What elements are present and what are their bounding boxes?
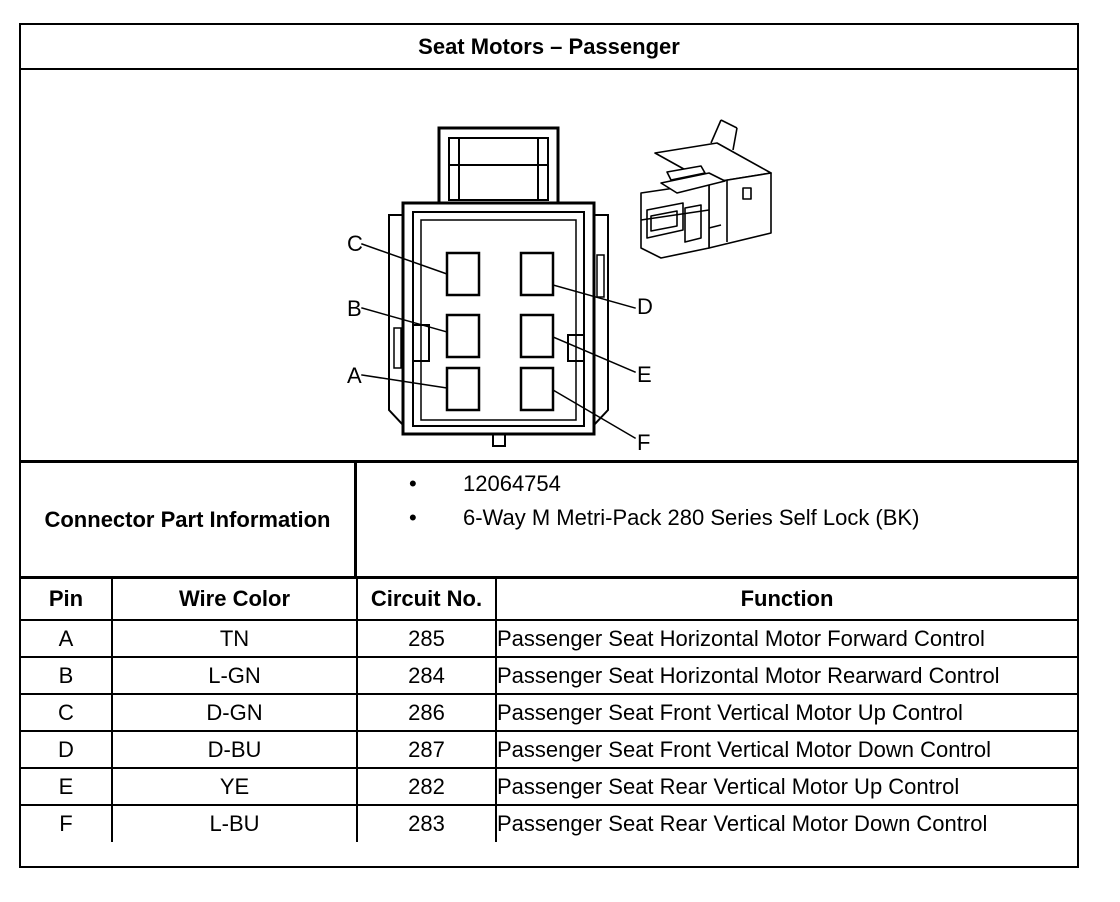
connector-sheet: Seat Motors – Passenger xyxy=(19,23,1079,868)
table-row: E YE 282 Passenger Seat Rear Vertical Mo… xyxy=(21,767,1077,806)
circuit-cell: 284 xyxy=(356,656,497,695)
iso-right-face xyxy=(708,172,772,249)
circuit-cell: 287 xyxy=(356,730,497,769)
connector-diagram: C B A D E F xyxy=(21,70,1077,463)
circuit-cell: 283 xyxy=(356,804,497,842)
diagram-pin-label: B xyxy=(347,296,362,321)
table-row: A TN 285 Passenger Seat Horizontal Motor… xyxy=(21,619,1077,658)
pinout-table: Pin Wire Color Circuit No. Function A TN… xyxy=(21,579,1077,842)
function-cell: Passenger Seat Horizontal Motor Rearward… xyxy=(495,656,1077,695)
column-header-wire-color: Wire Color xyxy=(111,579,358,621)
wire-color-cell: TN xyxy=(111,619,358,658)
sheet-title: Seat Motors – Passenger xyxy=(21,25,1077,70)
circuit-cell: 285 xyxy=(356,619,497,658)
right-side-rib xyxy=(592,214,609,427)
diagram-pin-label: C xyxy=(347,231,363,256)
circuit-cell: 286 xyxy=(356,693,497,732)
bottom-key xyxy=(492,433,506,447)
pin-cell: C xyxy=(21,693,113,732)
connector-description: 6-Way M Metri-Pack 280 Series Self Lock … xyxy=(463,505,920,530)
cavity-c xyxy=(445,251,481,297)
cavity-b xyxy=(445,313,481,359)
latch-inner xyxy=(448,137,549,201)
pin-cell: D xyxy=(21,730,113,769)
column-header-pin: Pin xyxy=(21,579,113,621)
wire-color-cell: YE xyxy=(111,767,358,806)
bullet-icon: • xyxy=(409,505,417,530)
table-row: D D-BU 287 Passenger Seat Front Vertical… xyxy=(21,730,1077,769)
pin-cell: E xyxy=(21,767,113,806)
wire-color-cell: L-BU xyxy=(111,804,358,842)
cavity-f xyxy=(519,366,555,412)
table-row: F L-BU 283 Passenger Seat Rear Vertical … xyxy=(21,804,1077,842)
column-header-function: Function xyxy=(495,579,1077,621)
list-item: • 6-Way M Metri-Pack 280 Series Self Loc… xyxy=(357,505,1077,539)
table-header-row: Pin Wire Color Circuit No. Function xyxy=(21,579,1077,621)
cavity-d xyxy=(519,251,555,297)
pin-cell: F xyxy=(21,804,113,842)
connector-cavity-outline xyxy=(412,211,585,427)
diagram-pin-label: D xyxy=(637,294,653,319)
connector-info-label: Connector Part Information xyxy=(21,463,357,576)
function-cell: Passenger Seat Front Vertical Motor Up C… xyxy=(495,693,1077,732)
pin-cell: B xyxy=(21,656,113,695)
table-row: C D-GN 286 Passenger Seat Front Vertical… xyxy=(21,693,1077,732)
table-row: B L-GN 284 Passenger Seat Horizontal Mot… xyxy=(21,656,1077,695)
wire-color-cell: L-GN xyxy=(111,656,358,695)
wire-color-cell: D-BU xyxy=(111,730,358,769)
function-cell: Passenger Seat Front Vertical Motor Down… xyxy=(495,730,1077,769)
connector-part-info: Connector Part Information • 12064754 • … xyxy=(21,463,1077,579)
circuit-cell: 282 xyxy=(356,767,497,806)
cavity-e xyxy=(519,313,555,359)
diagram-pin-label: E xyxy=(637,362,652,387)
function-cell: Passenger Seat Rear Vertical Motor Down … xyxy=(495,804,1077,842)
list-item: • 12064754 xyxy=(357,471,1077,505)
part-number: 12064754 xyxy=(463,471,561,496)
bullet-icon: • xyxy=(409,471,417,496)
diagram-pin-label: A xyxy=(347,363,362,388)
function-cell: Passenger Seat Horizontal Motor Forward … xyxy=(495,619,1077,658)
left-side-rib xyxy=(388,214,405,427)
connector-body xyxy=(401,201,596,436)
connector-info-list: • 12064754 • 6-Way M Metri-Pack 280 Seri… xyxy=(357,463,1077,576)
diagram-pin-label: F xyxy=(637,430,650,455)
cavity-a xyxy=(445,366,481,412)
connector-isometric-view xyxy=(640,119,772,259)
column-header-circuit: Circuit No. xyxy=(356,579,497,621)
function-cell: Passenger Seat Rear Vertical Motor Up Co… xyxy=(495,767,1077,806)
connector-face-drawing: C B A D E F xyxy=(347,119,772,455)
wire-color-cell: D-GN xyxy=(111,693,358,732)
pin-cell: A xyxy=(21,619,113,658)
